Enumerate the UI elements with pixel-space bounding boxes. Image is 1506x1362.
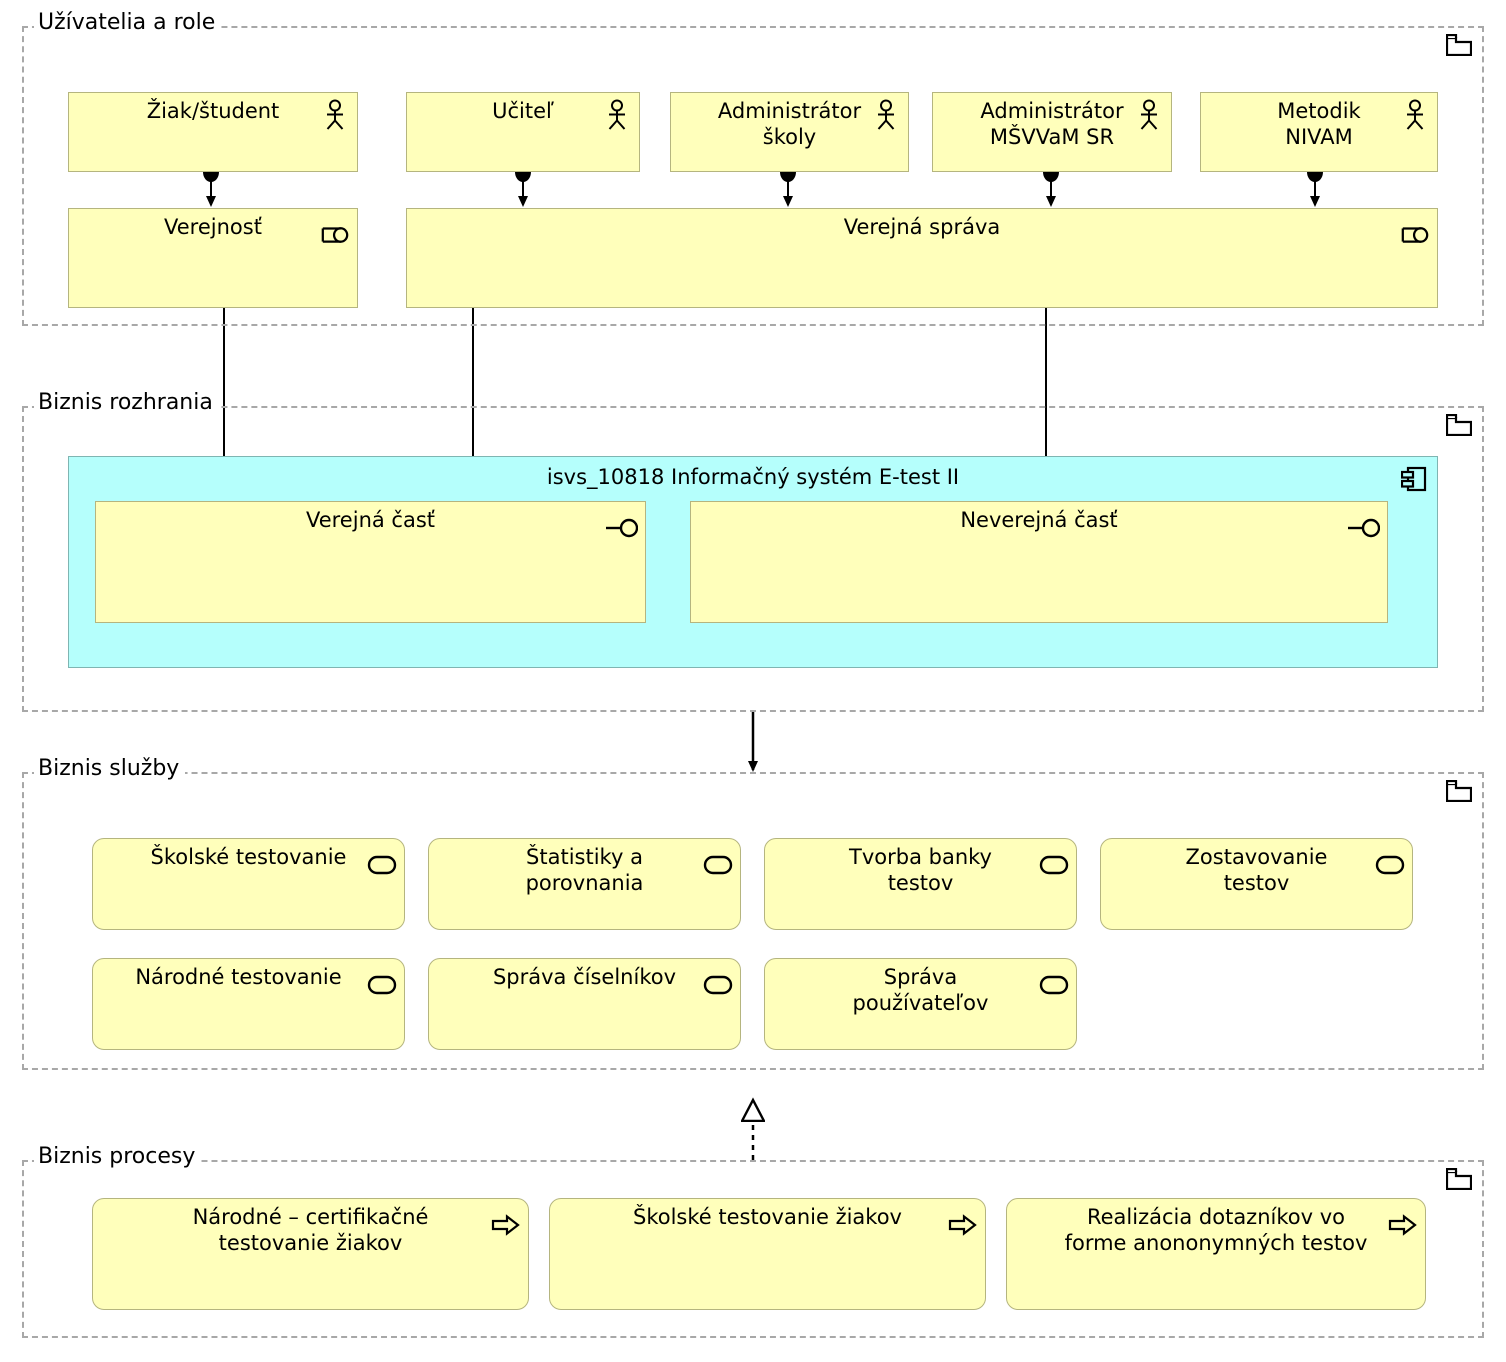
service-sprava-ciselnikov[interactable]: Správa číselníkov: [428, 958, 741, 1050]
service-tvorba-banky-testov[interactable]: Tvorba banky testov: [764, 838, 1077, 930]
business-interface-icon: [1348, 518, 1380, 538]
folder-icon: [1446, 34, 1472, 56]
actor-label: Administrátor MŠVVaM SR: [980, 99, 1124, 149]
actor-label: Administrátor školy: [717, 99, 862, 149]
business-service-icon: [1375, 855, 1405, 875]
service-label: Štatistiky a porovnania: [525, 845, 644, 895]
group-users-and-roles: Užívatelia a role: [22, 12, 1484, 326]
folder-icon: [1446, 414, 1472, 436]
actor-label: Žiak/študent: [146, 99, 280, 123]
business-actor-icon: [877, 99, 895, 130]
service-statistiky-a-porovnania[interactable]: Štatistiky a porovnania: [428, 838, 741, 930]
service-sprava-pouzivatelov[interactable]: Správa používateľov: [764, 958, 1077, 1050]
service-label: Školské testovanie: [150, 845, 347, 869]
group-label-business-interfaces: Biznis rozhrania: [34, 392, 219, 414]
service-label: Tvorba banky testov: [849, 845, 992, 895]
interface-neverejna-cast[interactable]: Neverejná časť: [690, 501, 1388, 623]
role-label: Verejná správa: [843, 215, 1001, 239]
service-label: Zostavovanie testov: [1185, 845, 1328, 895]
service-skolske-testovanie[interactable]: Školské testovanie: [92, 838, 405, 930]
role-verejna-sprava[interactable]: Verejná správa: [406, 208, 1438, 308]
application-component-icon: [1401, 466, 1427, 492]
business-actor-icon: [1406, 99, 1424, 130]
actor-label: Metodik NIVAM: [1277, 99, 1361, 149]
interface-label: Neverejná časť: [960, 508, 1118, 532]
business-actor-icon: [326, 99, 344, 130]
actor-ucitel[interactable]: Učiteľ: [406, 92, 640, 172]
actor-ziak-student[interactable]: Žiak/študent: [68, 92, 358, 172]
role-label: Verejnosť: [164, 215, 262, 239]
business-process-icon: [1388, 1214, 1417, 1236]
process-label: Školské testovanie žiakov: [632, 1205, 902, 1229]
group-label-users-and-roles: Užívatelia a role: [34, 12, 222, 34]
service-label: Správa používateľov: [852, 965, 989, 1015]
business-service-icon: [367, 855, 397, 875]
process-label: Národné – certifikačné testovanie žiakov: [192, 1205, 429, 1255]
service-label: Národné testovanie: [135, 965, 342, 989]
service-narodne-testovanie[interactable]: Národné testovanie: [92, 958, 405, 1050]
business-service-icon: [1039, 975, 1069, 995]
business-service-icon: [1039, 855, 1069, 875]
business-interface-icon: [606, 518, 638, 538]
business-role-icon: [321, 227, 349, 243]
folder-icon: [1446, 780, 1472, 802]
folder-icon: [1446, 1168, 1472, 1190]
role-verejnost[interactable]: Verejnosť: [68, 208, 358, 308]
business-service-icon: [703, 855, 733, 875]
process-narodne-certifikacne-testovanie-ziakov[interactable]: Národné – certifikačné testovanie žiakov: [92, 1198, 529, 1310]
business-service-icon: [367, 975, 397, 995]
process-skolske-testovanie-ziakov[interactable]: Školské testovanie žiakov: [549, 1198, 986, 1310]
process-label: Realizácia dotazníkov vo forme anononymn…: [1064, 1205, 1368, 1255]
group-label-business-processes: Biznis procesy: [34, 1146, 202, 1168]
actor-metodik-nivam[interactable]: Metodik NIVAM: [1200, 92, 1438, 172]
business-actor-icon: [608, 99, 626, 130]
group-label-business-services: Biznis služby: [34, 758, 186, 780]
business-role-icon: [1401, 227, 1429, 243]
service-zostavovanie-testov[interactable]: Zostavovanie testov: [1100, 838, 1413, 930]
group-business-services: Biznis služby: [22, 758, 1484, 1070]
group-business-interfaces: Biznis rozhrania: [22, 392, 1484, 712]
business-process-icon: [948, 1214, 977, 1236]
interface-label: Verejná časť: [305, 508, 436, 532]
actor-administrator-skoly[interactable]: Administrátor školy: [670, 92, 909, 172]
business-service-icon: [703, 975, 733, 995]
group-business-processes: Biznis procesy: [22, 1146, 1484, 1338]
actor-label: Učiteľ: [492, 99, 554, 123]
business-actor-icon: [1140, 99, 1158, 130]
interface-verejna-cast[interactable]: Verejná časť: [95, 501, 646, 623]
business-process-icon: [491, 1214, 520, 1236]
process-realizacia-dotaznikov[interactable]: Realizácia dotazníkov vo forme anononymn…: [1006, 1198, 1426, 1310]
actor-administrator-msvvam-sr[interactable]: Administrátor MŠVVaM SR: [932, 92, 1172, 172]
service-label: Správa číselníkov: [492, 965, 677, 989]
component-label: isvs_10818 Informačný systém E-test II: [546, 465, 960, 489]
